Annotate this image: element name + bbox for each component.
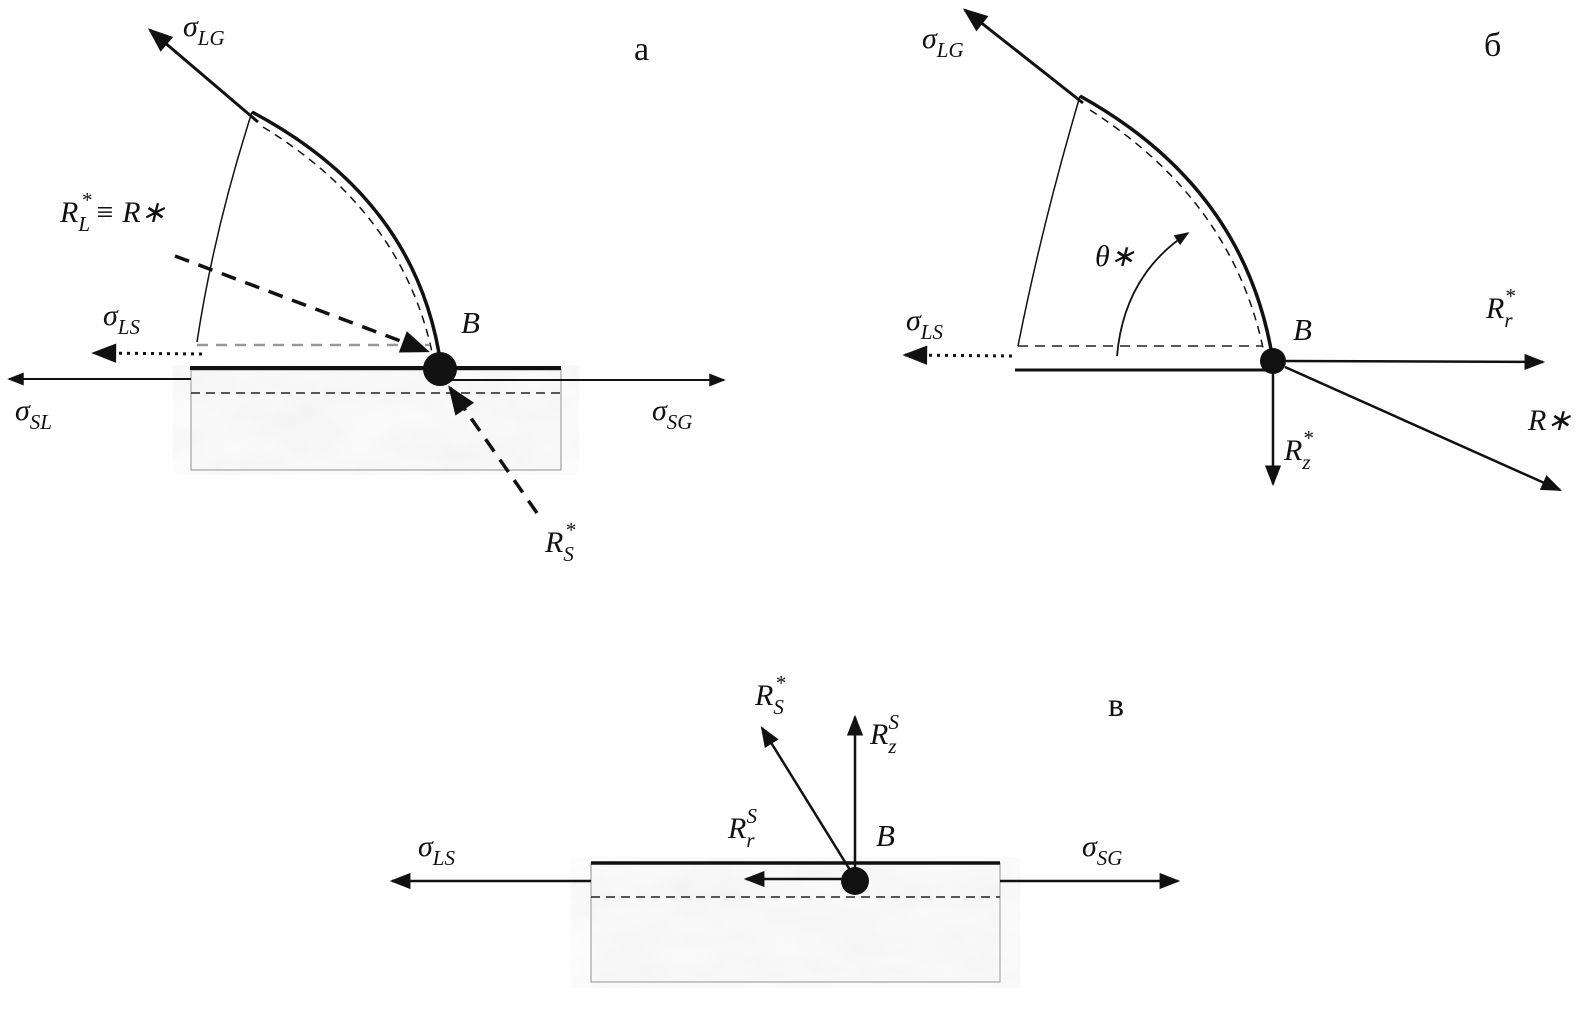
point-b-v-label: B bbox=[876, 818, 895, 853]
r-z-s-label: RzS bbox=[869, 710, 900, 758]
r-r-star-sup: * bbox=[1505, 284, 1516, 308]
sigma-sg-a-label: σSG bbox=[652, 394, 692, 434]
sigma-ls-a-base: σ bbox=[103, 299, 119, 332]
r-r-star-sub: r bbox=[1504, 308, 1513, 332]
theta-star-label: θ∗ bbox=[1095, 240, 1135, 273]
sigma-lg-b-sub: LG bbox=[936, 38, 964, 62]
sigma-lg-b-label: σLG bbox=[922, 22, 964, 62]
r-star-label: R∗ bbox=[1527, 404, 1571, 437]
sigma-lg-a-base: σ bbox=[183, 10, 199, 43]
r-z-s-base: R bbox=[869, 718, 888, 751]
panel-b-tag: б bbox=[1484, 27, 1501, 64]
sigma-sl-label: σSL bbox=[15, 394, 52, 434]
r-s-star-v-base: R bbox=[754, 679, 773, 712]
sigma-lg-a-label: σLG bbox=[183, 10, 225, 50]
panel-v-tag: в bbox=[1108, 687, 1124, 724]
sigma-lg-a-sub: LG bbox=[197, 26, 225, 50]
contact-point-b bbox=[1260, 348, 1286, 374]
r-l-star-sub: L bbox=[77, 212, 90, 236]
r-star-base: R bbox=[1527, 404, 1546, 437]
sigma-sg-v-base: σ bbox=[1082, 830, 1098, 863]
r-r-s-sup: S bbox=[747, 804, 758, 828]
droplet-a-inner-dashed-arc bbox=[262, 126, 434, 358]
sigma-ls-v-label: σLS bbox=[418, 830, 455, 870]
r-r-star-label: Rr* bbox=[1485, 284, 1516, 332]
sigma-ls-b-label: σLS bbox=[906, 304, 943, 344]
droplet-a-outer-arc bbox=[251, 110, 443, 367]
sigma-sg-a-sub: SG bbox=[667, 410, 693, 434]
r-star-rest: ∗ bbox=[1546, 404, 1571, 437]
r-z-star-base: R bbox=[1283, 434, 1302, 467]
panel-a-tag: а bbox=[634, 31, 649, 68]
panel-a: а B σLG σLS σSL σSG RL*≡ R∗ RS* bbox=[7, 10, 726, 566]
sigma-sg-a-base: σ bbox=[652, 394, 668, 427]
r-s-star-v-sub: S bbox=[773, 695, 784, 719]
contact-point-v bbox=[841, 867, 869, 895]
r-l-star-base: R bbox=[59, 196, 78, 229]
theta-star-rest: ∗ bbox=[1110, 240, 1135, 273]
r-z-star-sub: z bbox=[1301, 450, 1310, 474]
r-l-star-arrow bbox=[174, 254, 430, 353]
sigma-sl-base: σ bbox=[15, 394, 31, 427]
sigma-ls-a-sub: LS bbox=[117, 315, 141, 339]
r-s-star-v-sup: * bbox=[775, 671, 786, 695]
panel-b: б B σLG σLS θ∗ Rr* R∗ Rz* bbox=[902, 8, 1571, 492]
droplet-b-inner-dashed-arc bbox=[1089, 109, 1265, 354]
sigma-ls-v-base: σ bbox=[418, 830, 434, 863]
droplet-b-left-edge bbox=[1017, 95, 1081, 347]
r-r-s-label: RrS bbox=[727, 804, 758, 852]
droplet-b-outer-arc bbox=[1079, 94, 1275, 362]
point-b-b-label: B bbox=[1293, 312, 1312, 347]
r-s-star-a-base: R bbox=[544, 526, 563, 559]
panel-v: в B RS* RzS RrS σLS σSG bbox=[389, 671, 1181, 983]
sigma-lg-b-arrow bbox=[962, 8, 1084, 105]
r-r-star-arrow bbox=[1285, 353, 1546, 371]
r-z-star-label: Rz* bbox=[1283, 426, 1314, 474]
r-s-star-a-label: RS* bbox=[544, 518, 576, 566]
sigma-sg-v-label: σSG bbox=[1082, 830, 1122, 870]
r-z-s-sup: S bbox=[889, 710, 900, 734]
r-s-star-a-arrow bbox=[448, 385, 539, 514]
sigma-ls-b-arrow bbox=[902, 345, 1013, 365]
sigma-ls-a-label: σLS bbox=[103, 299, 140, 339]
sigma-sl-sub: SL bbox=[30, 410, 52, 434]
r-r-s-sub: r bbox=[746, 828, 755, 852]
substrate-a-texture bbox=[191, 370, 561, 470]
r-star-arrow bbox=[1284, 365, 1563, 492]
r-s-star-a-sup: * bbox=[565, 518, 576, 542]
sigma-ls-b-sub: LS bbox=[920, 320, 944, 344]
r-s-star-v-label: RS* bbox=[754, 671, 786, 719]
r-r-s-base: R bbox=[727, 812, 746, 845]
r-s-star-a-sub: S bbox=[563, 542, 574, 566]
r-l-star-rest: ≡ R∗ bbox=[95, 196, 166, 229]
r-z-s-sub: z bbox=[887, 734, 896, 758]
sigma-ls-v-sub: LS bbox=[432, 846, 456, 870]
r-l-star-sup: * bbox=[81, 188, 92, 212]
contact-point-a bbox=[423, 352, 457, 386]
r-s-star-v-arrow bbox=[760, 726, 852, 871]
sigma-lg-a-arrow bbox=[147, 28, 259, 124]
r-r-star-base: R bbox=[1485, 292, 1504, 325]
sigma-sg-v-sub: SG bbox=[1097, 846, 1123, 870]
substrate-v-texture bbox=[591, 863, 1000, 982]
r-z-star-sup: * bbox=[1303, 426, 1314, 450]
theta-angle-arc-arrow bbox=[1116, 232, 1190, 357]
sigma-lg-b-base: σ bbox=[922, 22, 938, 55]
point-b-a-label: B bbox=[461, 305, 480, 340]
sigma-ls-a-arrow bbox=[91, 343, 203, 363]
r-l-star-label: RL*≡ R∗ bbox=[59, 188, 166, 236]
droplet-a-left-edge bbox=[196, 111, 253, 343]
theta-star-base: θ bbox=[1095, 240, 1110, 273]
sigma-ls-b-base: σ bbox=[906, 304, 922, 337]
